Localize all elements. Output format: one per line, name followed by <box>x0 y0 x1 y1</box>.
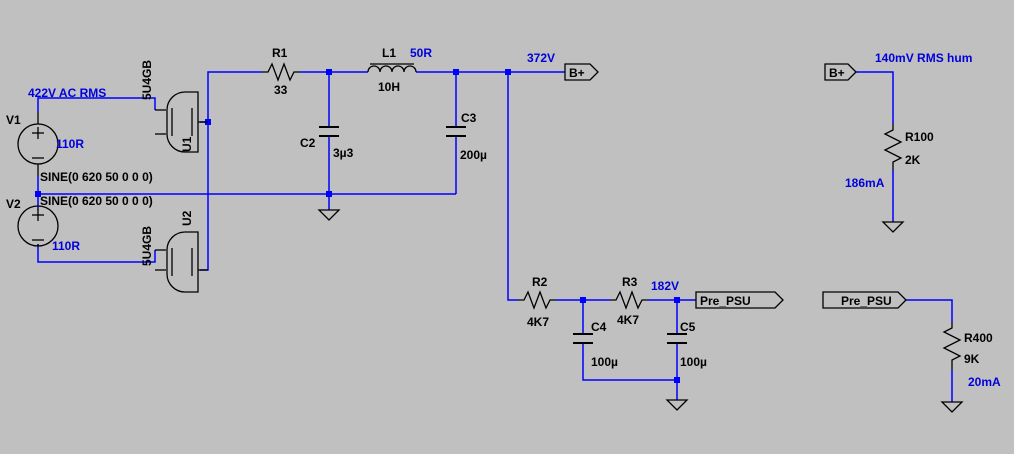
c2-name: C2 <box>300 136 316 150</box>
resistor-r100[interactable] <box>883 124 903 170</box>
r2-value: 4K7 <box>527 315 549 329</box>
net-flag-b-plus-out[interactable]: B+ <box>564 63 599 81</box>
v2-function: SINE(0 620 50 0 0 0) <box>40 194 153 208</box>
net-flag-pre-psu-out[interactable]: Pre_PSU <box>695 291 784 309</box>
capacitor-c4[interactable] <box>573 333 593 344</box>
resistor-r3[interactable] <box>610 290 648 310</box>
v1-function: SINE(0 620 50 0 0 0) <box>40 170 153 184</box>
net-flag-label: B+ <box>829 66 845 80</box>
pre-psu-voltage: 182V <box>651 279 679 293</box>
c4-value: 100µ <box>591 355 618 369</box>
inductor-l1[interactable] <box>367 63 417 73</box>
net-flag-label: B+ <box>569 66 585 80</box>
r3-value: 4K7 <box>617 313 639 327</box>
l1-resistance: 50R <box>410 46 432 60</box>
net-flag-b-plus-in[interactable]: B+ <box>824 63 857 81</box>
r400-current: 20mA <box>968 375 1001 389</box>
junctions <box>35 69 680 383</box>
resistor-r1[interactable] <box>262 62 300 82</box>
r1-value: 33 <box>274 83 288 97</box>
c5-name: C5 <box>680 320 696 334</box>
ac-rms-annotation: 422V AC RMS <box>28 86 106 100</box>
ground-icon-filter <box>317 209 341 221</box>
u2-name: U2 <box>180 210 194 226</box>
r100-name: R100 <box>905 130 934 144</box>
r3-name: R3 <box>622 275 638 289</box>
r2-name: R2 <box>532 275 548 289</box>
ground-icon-r400 <box>940 401 964 413</box>
v1-resistance: 110R <box>56 137 84 151</box>
resistor-r2[interactable] <box>518 290 556 310</box>
c4-name: C4 <box>591 320 607 334</box>
r400-name: R400 <box>964 331 993 345</box>
v2-resistance: 110R <box>52 239 80 253</box>
u1-name: U1 <box>180 136 194 152</box>
labels: 422V AC RMS V1 110R SINE(0 620 50 0 0 0)… <box>6 46 1001 389</box>
l1-value: 10H <box>378 80 400 94</box>
capacitor-c3[interactable] <box>446 126 466 137</box>
r100-value: 2K <box>905 153 921 167</box>
net-flag-label: Pre_PSU <box>841 294 892 308</box>
l1-name: L1 <box>382 46 396 60</box>
v1-name: V1 <box>6 113 21 127</box>
c5-value: 100µ <box>680 355 707 369</box>
c3-value: 200µ <box>460 148 487 162</box>
source-v2[interactable] <box>17 205 59 247</box>
ground-icon-r100 <box>881 221 905 233</box>
capacitor-c5[interactable] <box>667 333 687 344</box>
r1-name: R1 <box>272 46 288 60</box>
wires <box>37 71 953 402</box>
hum-annotation: 140mV RMS hum <box>875 51 972 65</box>
r100-current: 186mA <box>845 176 885 190</box>
source-v1[interactable] <box>17 112 59 176</box>
tube-u1[interactable] <box>155 91 208 153</box>
c3-name: C3 <box>461 111 477 125</box>
b-plus-voltage: 372V <box>527 51 555 65</box>
u2-model: 5U4GB <box>140 226 154 266</box>
v2-name: V2 <box>6 197 21 211</box>
net-flag-label: Pre_PSU <box>700 294 751 308</box>
tube-u2[interactable] <box>155 231 208 293</box>
resistor-r400[interactable] <box>942 322 962 370</box>
net-flag-pre-psu-in[interactable]: Pre_PSU <box>822 291 907 309</box>
u1-model: 5U4GB <box>140 60 154 100</box>
r400-value: 9K <box>964 352 980 366</box>
capacitor-c2[interactable] <box>319 126 339 137</box>
c2-value: 3µ3 <box>333 146 354 160</box>
ground-icon-pre-psu <box>665 399 689 411</box>
